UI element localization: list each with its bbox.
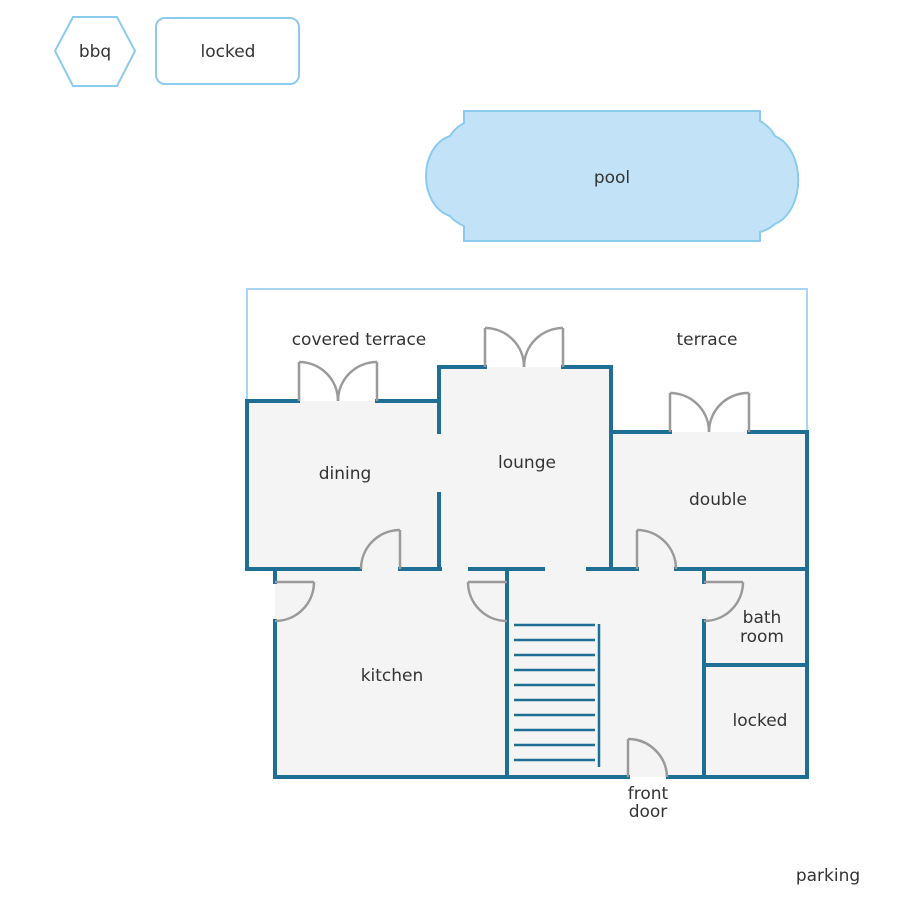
bathroom-label-line2: room: [740, 627, 784, 647]
pool-label: pool: [594, 168, 630, 188]
double-terrace-double-door[interactable]: [668, 391, 751, 433]
hall-bathroom-door[interactable]: [703, 580, 745, 623]
kitchen-floor: [275, 569, 507, 777]
kitchen-side-door[interactable]: [274, 580, 316, 623]
terrace-outline: [246, 288, 808, 432]
dining-terrace-double-door[interactable]: [297, 360, 379, 402]
covered-terrace-label: covered terrace: [292, 330, 427, 350]
lounge-floor: [439, 367, 611, 569]
locked-room-label: locked: [733, 711, 788, 731]
pool: pool: [425, 110, 800, 242]
room-floors: [247, 367, 807, 777]
front-door[interactable]: [626, 737, 669, 778]
hall-double-door[interactable]: [635, 528, 678, 570]
room-labels: covered terrace terrace dining lounge do…: [292, 330, 860, 886]
dining-label: dining: [319, 464, 372, 484]
doors: [274, 326, 751, 778]
terrace-label: terrace: [676, 330, 737, 350]
locked-legend-label: locked: [201, 42, 256, 62]
legend: bbq locked: [53, 16, 300, 87]
lounge-terrace-double-door[interactable]: [483, 326, 565, 368]
front-door-label-line1: front: [628, 784, 669, 804]
hall-floor: [507, 569, 704, 777]
parking-label: parking: [796, 866, 860, 886]
double-floor: [611, 432, 807, 569]
bathroom-label-line1: bath: [743, 608, 782, 628]
hall-kitchen-door[interactable]: [466, 580, 508, 623]
locked-legend-box: [155, 17, 300, 85]
staircase: [514, 623, 601, 767]
dining-kitchen-door[interactable]: [359, 528, 402, 570]
pool-shape: [425, 110, 800, 242]
bbq-label: bbq: [79, 42, 111, 62]
double-label: double: [689, 490, 747, 510]
dining-floor: [247, 401, 439, 569]
walls: [245, 365, 809, 779]
locked-room-floor: [704, 665, 807, 777]
front-door-label-line2: door: [629, 802, 668, 822]
lounge-label: lounge: [498, 453, 556, 473]
bbq-hexagon: [53, 16, 137, 87]
kitchen-label: kitchen: [361, 666, 424, 686]
